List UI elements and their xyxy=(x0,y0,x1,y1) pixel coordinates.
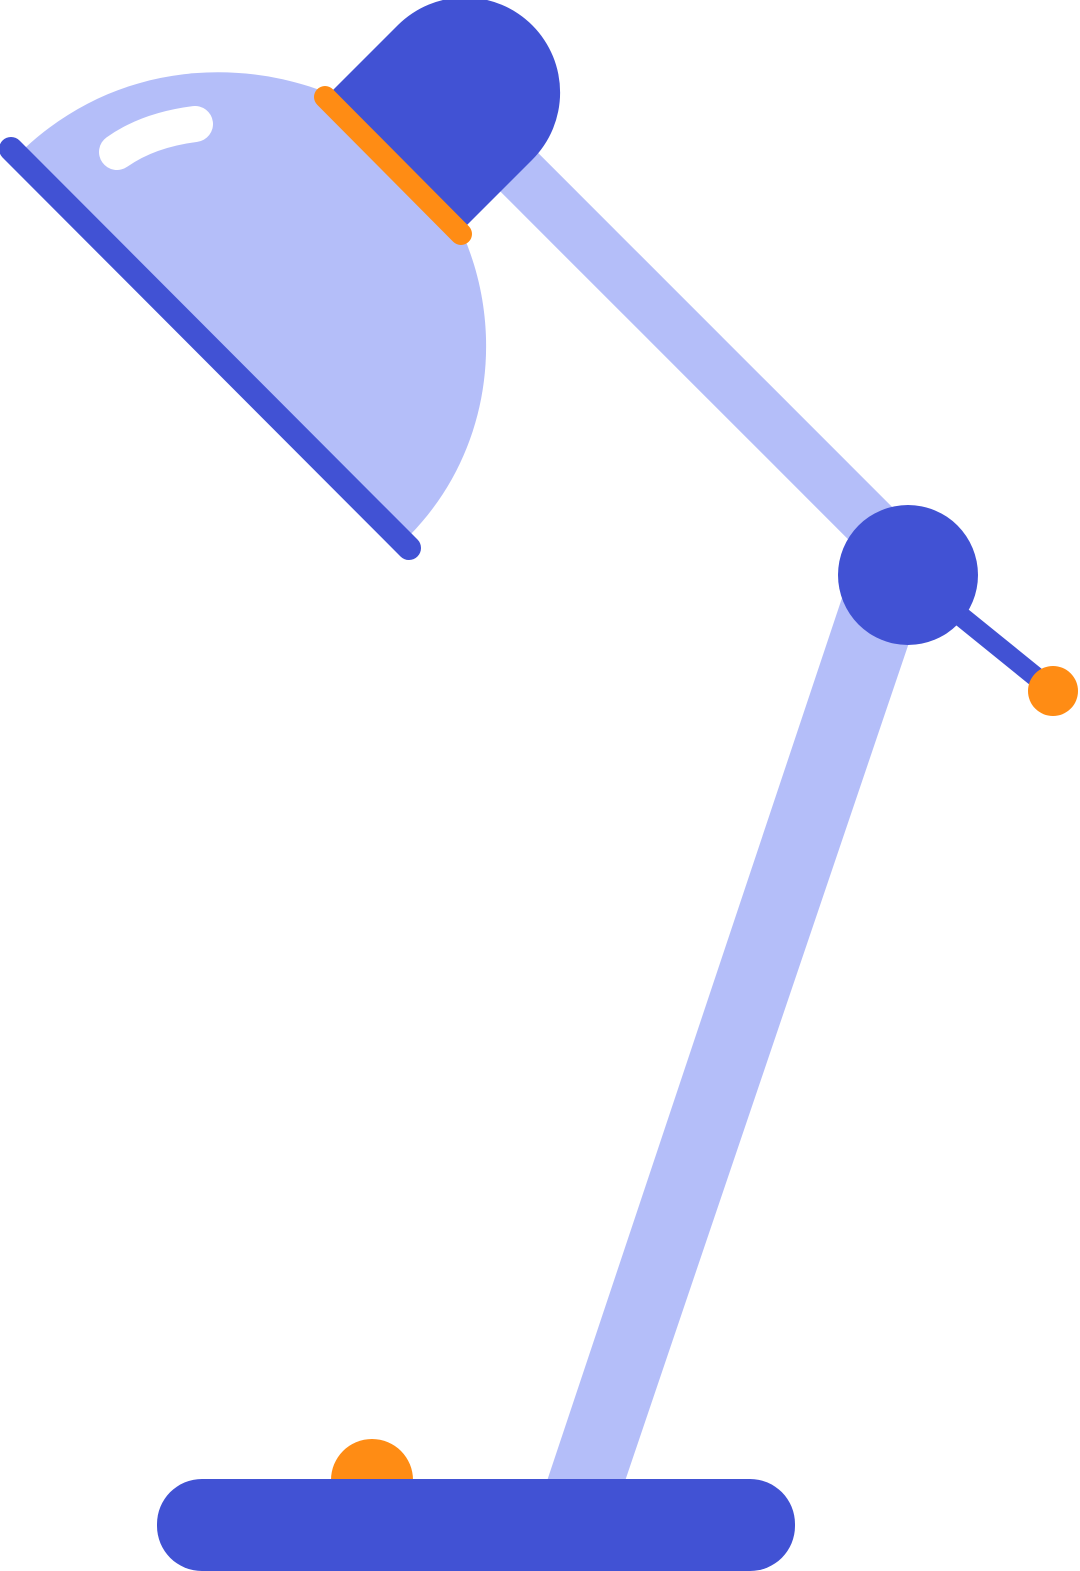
shade-highlight xyxy=(99,106,213,170)
shade-rim xyxy=(0,137,421,560)
lower-arm xyxy=(544,580,915,1490)
counterweight-knob xyxy=(1028,666,1078,716)
elbow-joint xyxy=(838,505,978,645)
upper-arm xyxy=(485,138,900,553)
base xyxy=(157,1479,795,1571)
head-cap xyxy=(328,0,561,230)
head-hinge-strip xyxy=(314,86,472,245)
lamp-shade xyxy=(25,72,487,535)
